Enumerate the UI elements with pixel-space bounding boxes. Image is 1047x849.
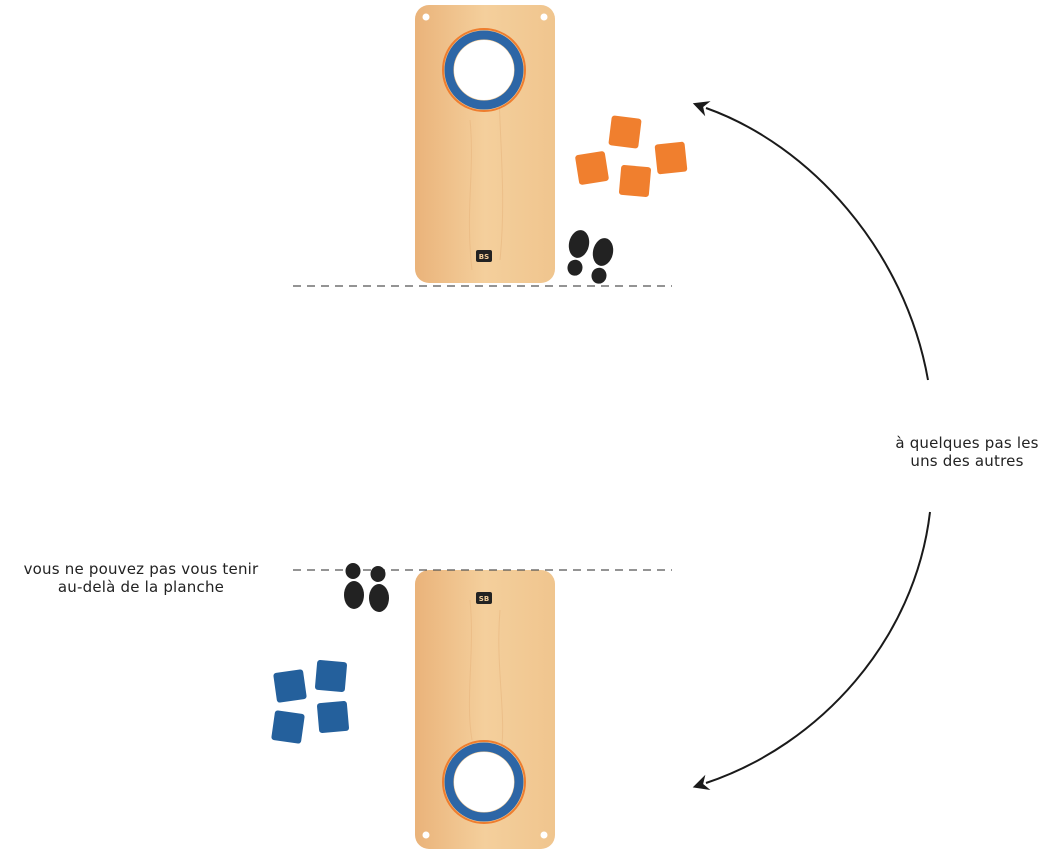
board-top-hole-outer-ring bbox=[442, 28, 526, 112]
curved-arrow-icon bbox=[692, 511, 931, 790]
board-top-corner-hole bbox=[540, 13, 548, 21]
annotation-stand-line2: au-delà de la planche bbox=[57, 578, 225, 596]
board-top: BS bbox=[415, 5, 555, 283]
board-top-logo: BS bbox=[479, 253, 489, 261]
board-bottom-corner-hole bbox=[540, 831, 548, 839]
board-bottom-corner-hole bbox=[422, 831, 430, 839]
board-top-logo-box bbox=[476, 250, 492, 262]
annotation-distance-line1: à quelques pas les bbox=[895, 434, 1039, 452]
board-top-hole bbox=[454, 40, 514, 100]
bean-bag-icon bbox=[273, 669, 307, 703]
bean-bag-icon bbox=[271, 710, 305, 744]
board-top-hole-blue-ring bbox=[444, 30, 524, 110]
board-bottom-hole-outer-ring bbox=[442, 740, 526, 824]
board-top-corner-hole bbox=[422, 13, 430, 21]
board-bottom: SB bbox=[415, 570, 555, 849]
bean-bag-icon bbox=[575, 151, 609, 185]
bean-bag-icon bbox=[654, 141, 688, 175]
board-bottom-logo-box bbox=[476, 592, 492, 604]
bean-bag-icon bbox=[316, 700, 350, 734]
annotation-stand-limit: vous ne pouvez pas vous tenir au-delà de… bbox=[12, 560, 270, 596]
bean-bag-icon bbox=[618, 164, 652, 198]
bean-bag-icon bbox=[608, 115, 642, 149]
annotation-distance-line2: uns des autres bbox=[910, 452, 1024, 470]
board-bottom-logo: SB bbox=[479, 595, 489, 603]
bean-bags-blue bbox=[271, 659, 350, 744]
footprints-icon bbox=[562, 228, 616, 286]
bean-bag-icon bbox=[314, 659, 348, 693]
board-bottom-hole-blue-ring bbox=[444, 742, 524, 822]
curved-arrow-icon bbox=[692, 101, 929, 381]
annotation-distance: à quelques pas les uns des autres bbox=[882, 434, 1047, 470]
board-bottom-hole bbox=[454, 752, 514, 812]
annotation-stand-line1: vous ne pouvez pas vous tenir bbox=[23, 560, 259, 578]
bean-bags-orange bbox=[575, 115, 688, 198]
